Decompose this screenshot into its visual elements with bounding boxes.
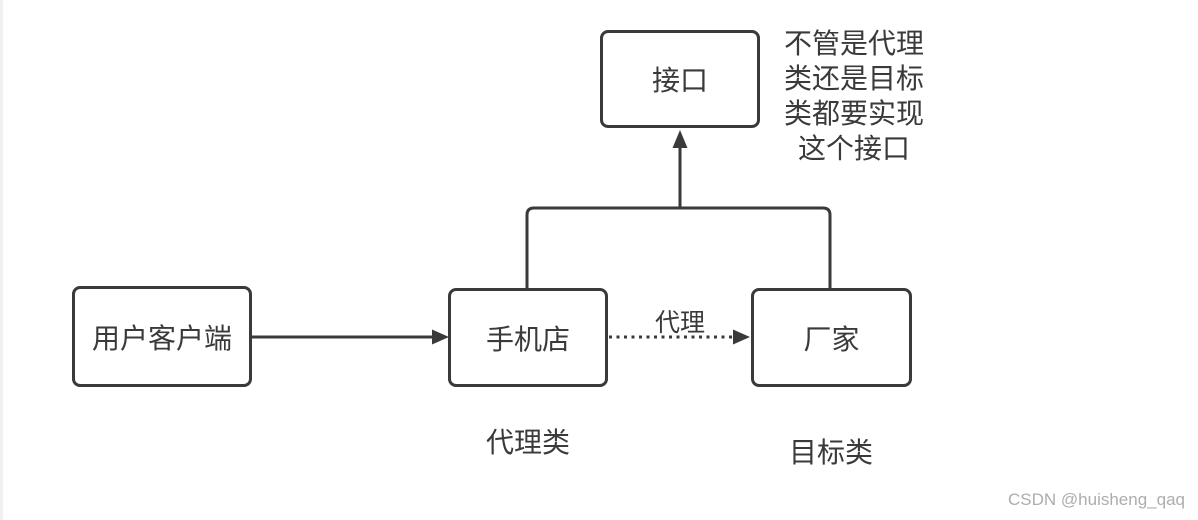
proxy-node: 手机店 <box>448 288 608 387</box>
annotation-text: 不管是代理 类还是目标 类都要实现 这个接口 <box>783 28 924 164</box>
target-node: 厂家 <box>751 288 912 387</box>
client-node: 用户客户端 <box>72 286 252 387</box>
interface-arrowhead-icon <box>672 130 688 148</box>
target-node-label: 厂家 <box>803 323 860 355</box>
client-node-label: 用户客户端 <box>91 322 232 354</box>
left-edge-strip <box>0 0 3 520</box>
interface-node: 接口 <box>600 30 760 128</box>
proxy-edge-label: 代理 <box>654 309 706 337</box>
proxy-node-label: 手机店 <box>485 323 570 355</box>
proxy-class-caption: 代理类 <box>485 427 571 458</box>
watermark-text: CSDN @huisheng_qaq <box>1008 490 1185 509</box>
interface-node-label: 接口 <box>651 65 708 96</box>
target-class-caption: 目标类 <box>788 437 874 468</box>
proxy-arrowhead-icon <box>733 329 750 345</box>
inheritance-connector-line <box>525 206 832 288</box>
client-arrowhead-icon <box>432 329 449 345</box>
